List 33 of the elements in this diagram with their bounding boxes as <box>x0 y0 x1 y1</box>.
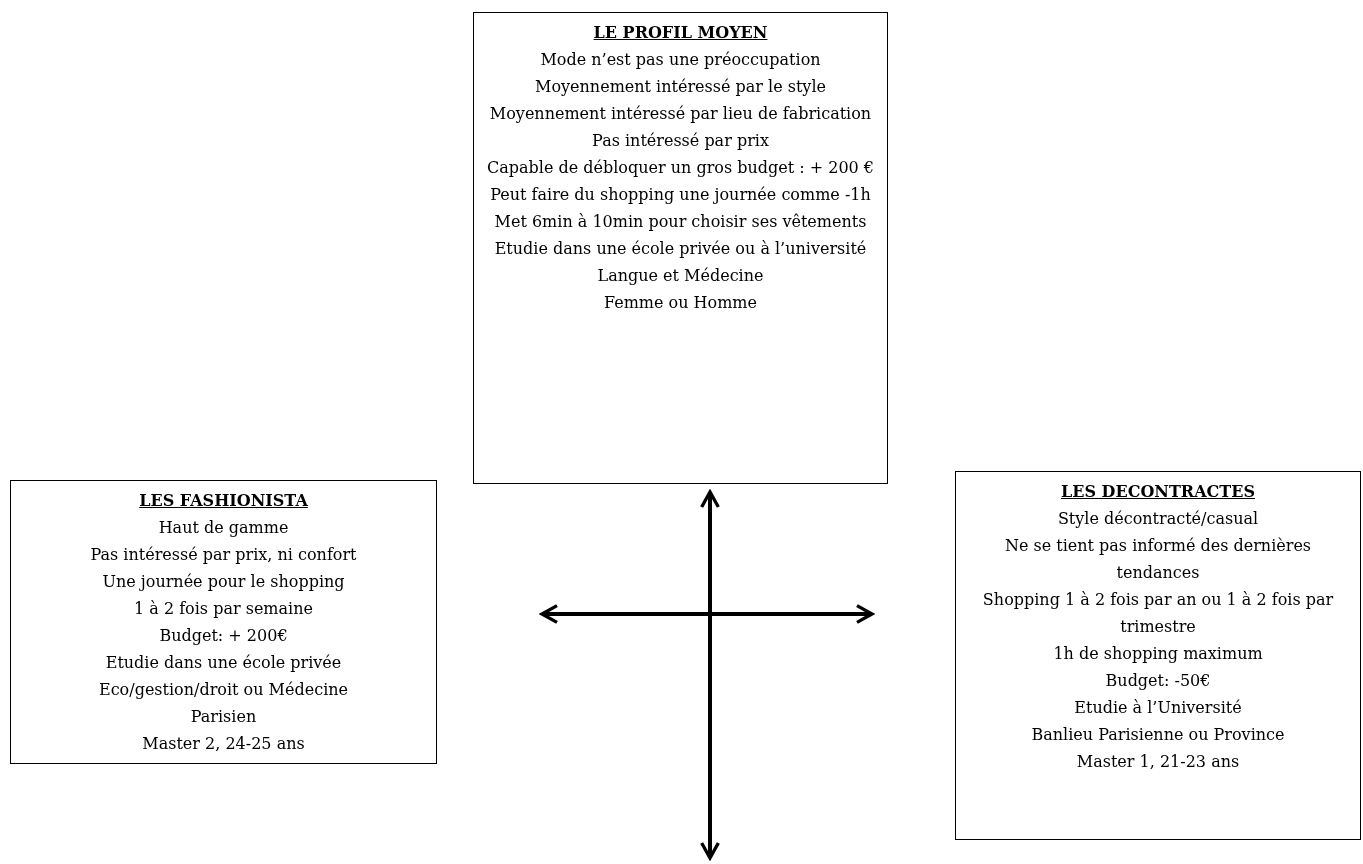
profile-heading: LES FASHIONISTA <box>138 490 309 512</box>
profile-trait: Etudie dans une école privée <box>104 652 343 674</box>
profile-trait: Femme ou Homme <box>603 292 758 314</box>
profile-trait: Langue et Médecine <box>596 265 765 287</box>
profile-heading: LE PROFIL MOYEN <box>592 22 769 44</box>
profile-trait: Peut faire du shopping une journée comme -1h <box>489 184 872 206</box>
profile-heading: LES DECONTRACTES <box>1060 481 1256 503</box>
profile-trait: Mode n’est pas une préoccupation <box>539 49 822 71</box>
profile-trait: Capable de débloquer un gros budget : + 200 € <box>486 157 875 179</box>
profile-trait: Pas intéressé par prix <box>591 130 770 152</box>
profile-trait: Haut de gamme <box>157 517 290 539</box>
profile-trait: Moyennement intéressé par le style <box>534 76 827 98</box>
profile-trait: Budget: + 200€ <box>158 625 289 647</box>
profile-trait: Moyennement intéressé par lieu de fabrication <box>488 103 873 125</box>
profile-trait: 1 à 2 fois par semaine <box>133 598 314 620</box>
profile-trait: Master 1, 21-23 ans <box>1075 751 1241 773</box>
profile-trait: Ne se tient pas informé des dernières tendances <box>1003 535 1313 584</box>
profile-trait: Eco/gestion/droit ou Médecine <box>97 679 350 701</box>
profile-trait: Master 2, 24-25 ans <box>141 733 306 755</box>
profile-trait: Une journée pour le shopping <box>101 571 346 593</box>
profile-box <box>10 480 437 764</box>
profile-trait: Banlieu Parisienne ou Province <box>1030 724 1286 746</box>
profile-trait: Parisien <box>189 706 258 728</box>
profile-trait: Style décontracté/casual <box>1056 508 1260 530</box>
profile-trait: Budget: -50€ <box>1104 670 1212 692</box>
profile-trait: Etudie à l’Université <box>1073 697 1243 719</box>
profile-trait: Etudie dans une école privée ou à l’université <box>493 238 868 260</box>
profile-trait: Met 6min à 10min pour choisir ses vêtements <box>493 211 868 233</box>
profile-box <box>473 12 888 484</box>
profile-trait: Pas intéressé par prix, ni confort <box>89 544 358 566</box>
profile-trait: 1h de shopping maximum <box>1052 643 1264 665</box>
profile-trait: Shopping 1 à 2 fois par an ou 1 à 2 fois par trimestre <box>981 589 1335 638</box>
profile-box <box>955 471 1361 840</box>
